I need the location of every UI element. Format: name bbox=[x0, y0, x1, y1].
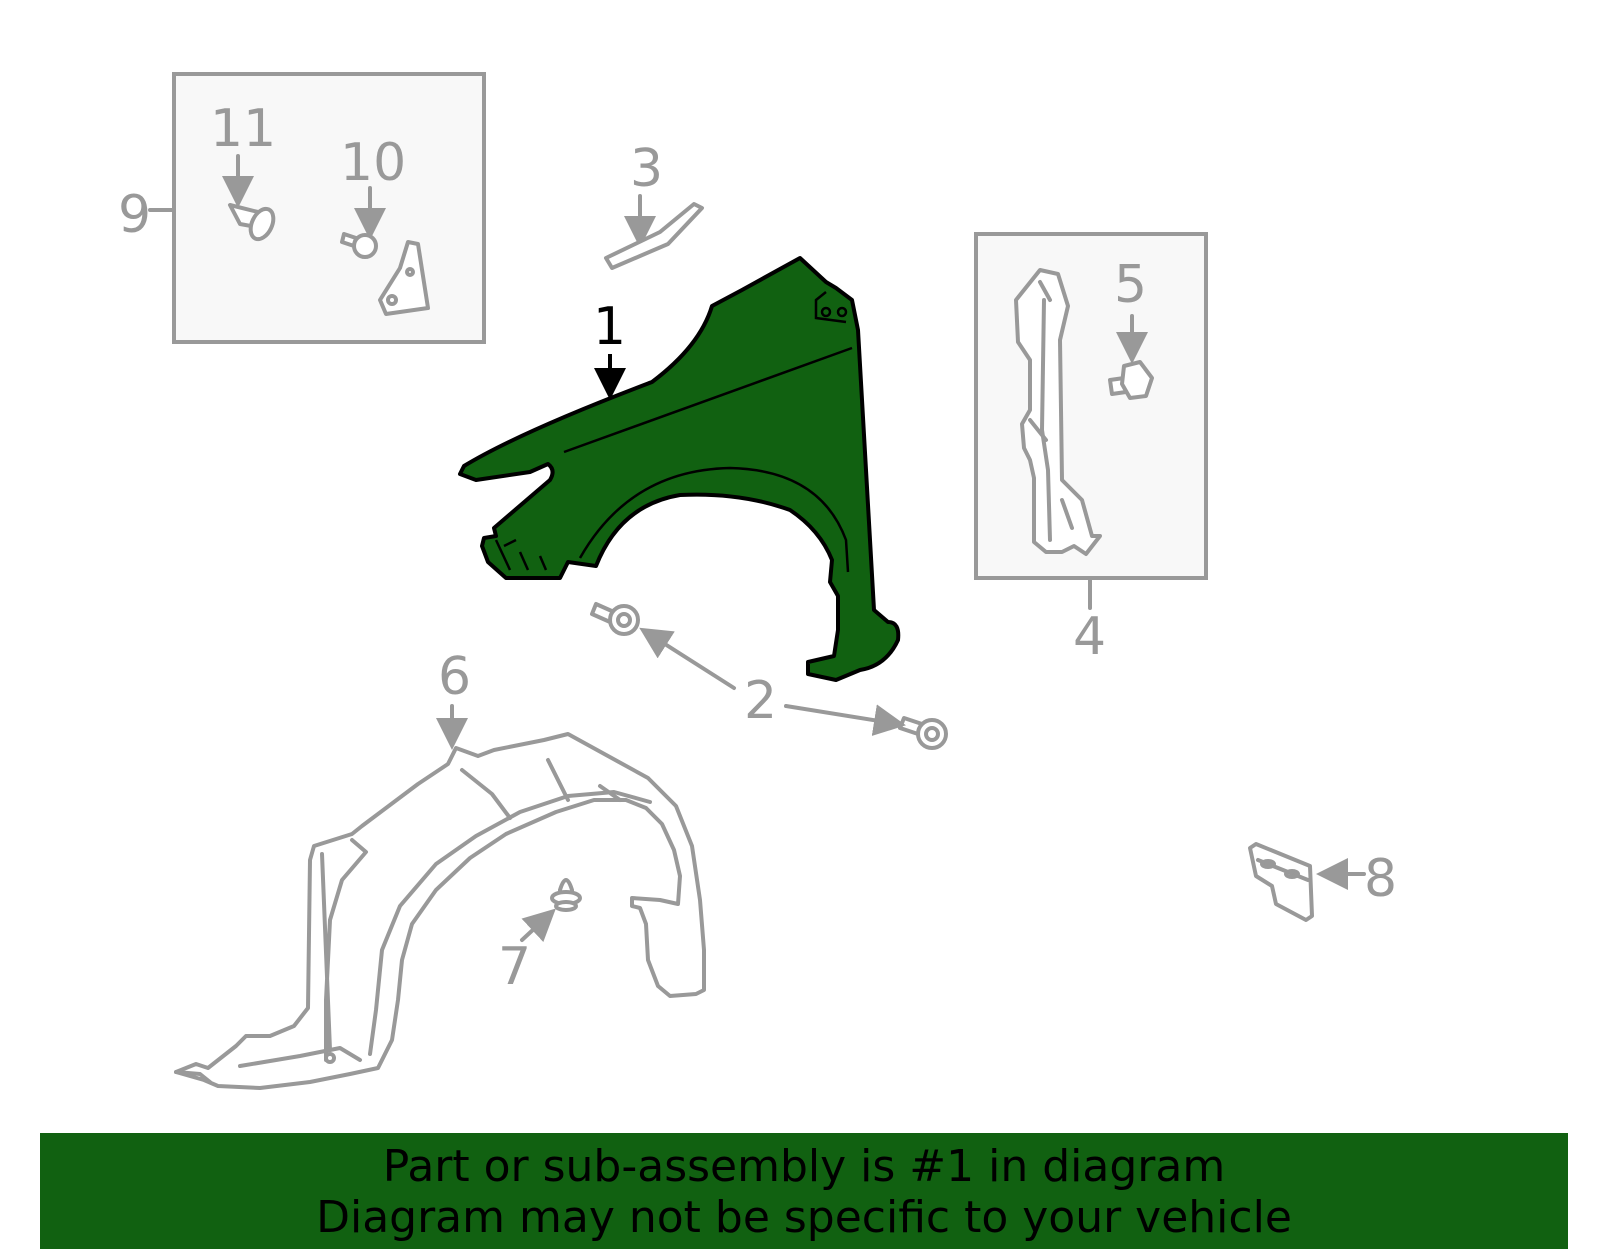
part-3-seal[interactable] bbox=[604, 194, 704, 270]
part-7-clip[interactable] bbox=[520, 878, 582, 943]
part-4-bracket[interactable] bbox=[1014, 268, 1102, 556]
callout-1: 1 bbox=[593, 297, 626, 357]
callout-3: 3 bbox=[630, 139, 663, 199]
callout-8: 8 bbox=[1364, 849, 1397, 909]
part-6-liner[interactable] bbox=[174, 704, 706, 1090]
callout-11: 11 bbox=[210, 99, 276, 159]
callout-10: 10 bbox=[340, 133, 406, 193]
part-11-clip[interactable] bbox=[222, 154, 278, 243]
part-2-bolts[interactable] bbox=[590, 602, 948, 750]
group-box-9 bbox=[148, 72, 486, 344]
info-banner: Part or sub-assembly is #1 in diagram Di… bbox=[40, 1133, 1568, 1249]
callout-7: 7 bbox=[498, 937, 531, 997]
banner-line-1: Part or sub-assembly is #1 in diagram bbox=[382, 1141, 1226, 1192]
part-5-nut[interactable] bbox=[1108, 314, 1154, 400]
part-8-bracket[interactable] bbox=[1248, 842, 1366, 922]
group-box-4 bbox=[974, 232, 1208, 610]
part-10-bolt-bracket[interactable] bbox=[340, 186, 430, 316]
banner-line-2: Diagram may not be specific to your vehi… bbox=[316, 1192, 1292, 1243]
callout-4: 4 bbox=[1073, 607, 1106, 667]
part-1-fender[interactable] bbox=[458, 256, 901, 682]
callout-9: 9 bbox=[118, 185, 151, 245]
callout-2: 2 bbox=[744, 671, 777, 731]
callout-5: 5 bbox=[1114, 255, 1147, 315]
callout-6: 6 bbox=[438, 647, 471, 707]
